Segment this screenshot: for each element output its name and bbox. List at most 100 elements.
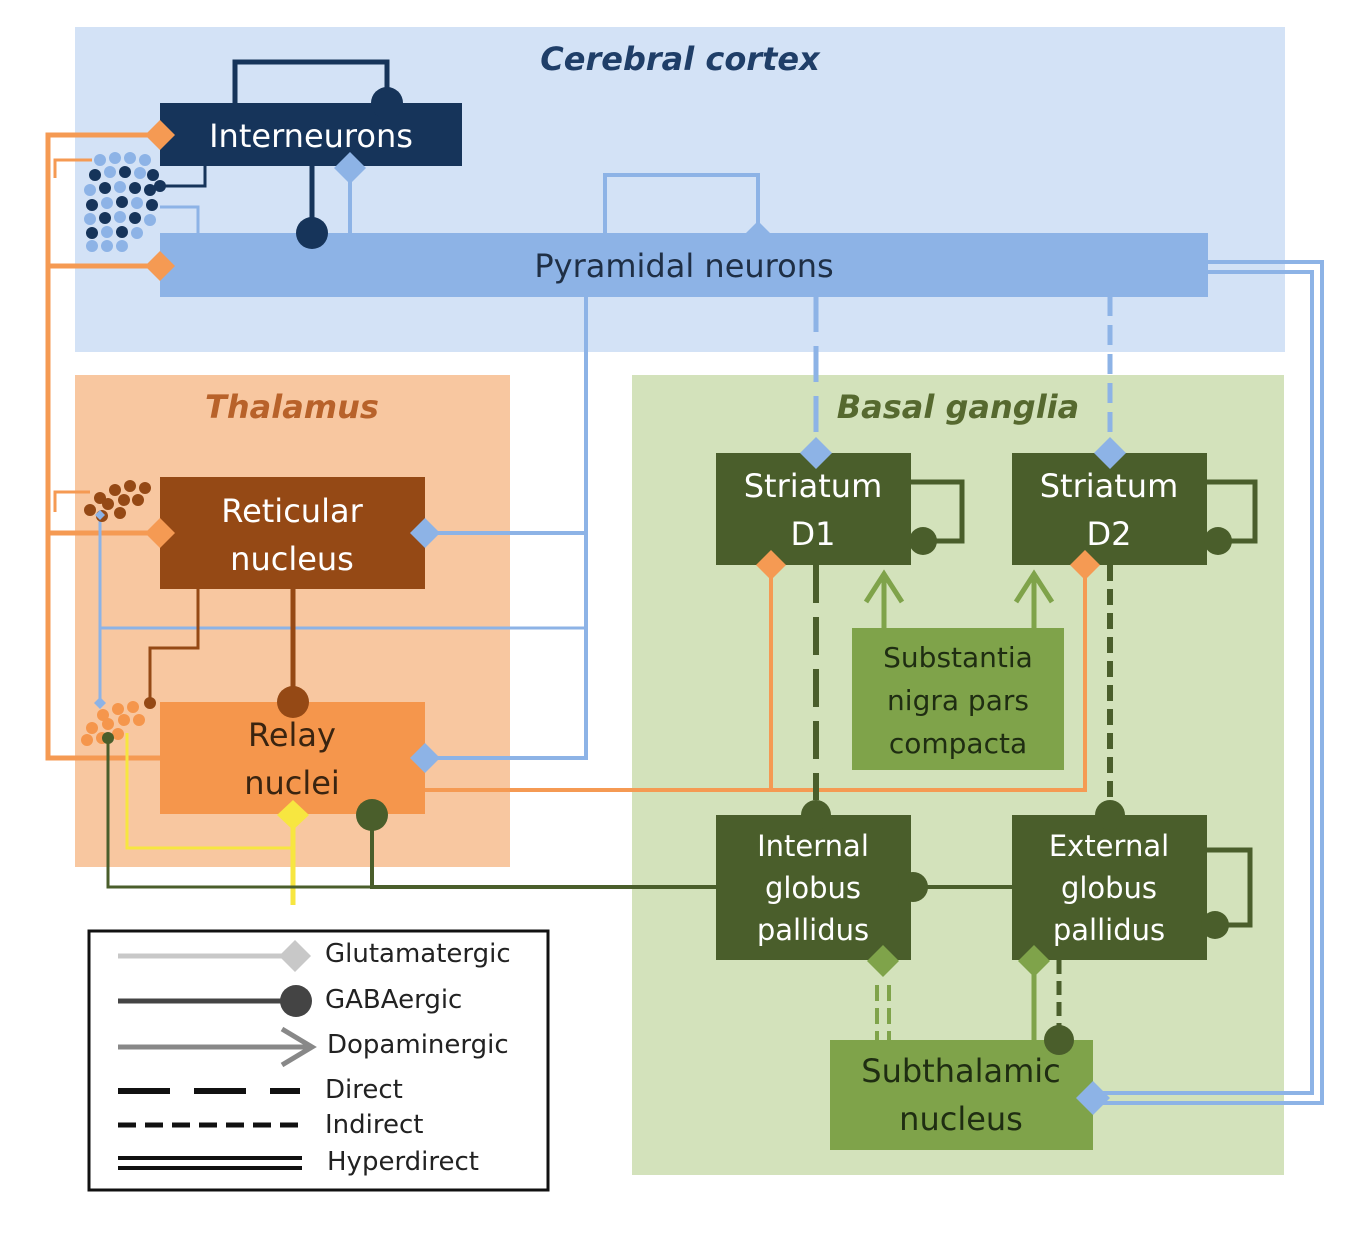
legend-gabaergic: GABAergic [325, 985, 462, 1015]
pyramidal-to-cluster [160, 205, 200, 236]
gaba-circle-d1-self [909, 527, 937, 555]
gpi-label-3: pallidus [757, 913, 869, 947]
stn-box [830, 1040, 1093, 1150]
gpe-label-1: External [1049, 829, 1169, 863]
gaba-circle-relay [277, 686, 309, 718]
interneuron-to-cluster [160, 160, 207, 188]
glut-diamond-green-gpi [867, 945, 899, 977]
legend-dopa-arrow [280, 1026, 317, 1068]
gaba-circle-gpe-from-d2 [1095, 800, 1125, 830]
glut-diamond-relay [410, 743, 440, 773]
glut-diamond-cluster-relay [94, 697, 106, 709]
reticular-neuron-cluster [84, 480, 151, 522]
striatum-d2-label-1: Striatum [1040, 467, 1179, 505]
glut-diamond-cluster-reticular [95, 510, 105, 520]
legend: Glutamatergic GABAergic Dopaminergic Dir… [87, 929, 550, 1192]
striatum-d1-label-2: D1 [791, 515, 836, 553]
stn-label-2: nucleus [899, 1100, 1023, 1138]
hyperdirect-b [1093, 270, 1314, 1095]
relay-to-striatum [425, 565, 1087, 792]
glut-diamond-reticular [410, 518, 440, 548]
snc-to-d2-head [1013, 569, 1055, 604]
legend-hyperdirect: Hyperdirect [327, 1147, 479, 1177]
relay-to-cortex-bus [45, 132, 160, 761]
striatum-d1-box [716, 453, 911, 565]
yellow-diamond-relay [277, 800, 309, 830]
reticular-box [160, 477, 425, 589]
striatum-d2-label-2: D2 [1087, 515, 1132, 553]
striatum-d1-label-1: Striatum [744, 467, 883, 505]
glut-diamond-interneuron [334, 152, 366, 184]
interneuron-self-loop [232, 59, 390, 105]
gaba-circle-pyramidal [296, 217, 328, 249]
gaba-circle-gpi-from-gpe [898, 872, 928, 902]
legend-direct: Direct [325, 1075, 403, 1105]
gpe-self-loop [1207, 847, 1253, 928]
connections [45, 59, 1324, 1105]
gpe-label-2: globus [1061, 871, 1157, 905]
glut-diamond-stn [1076, 1081, 1110, 1115]
pyramidal-label: Pyramidal neurons [534, 247, 833, 285]
stn-label-1: Subthalamic [861, 1052, 1061, 1090]
snc-label-2: nigra pars [887, 684, 1029, 717]
reticular-label-1: Reticular [221, 492, 363, 530]
pyramidal-to-thalamus [425, 296, 588, 760]
snc-box [852, 628, 1064, 770]
glut-diamond-green-gpe [1018, 945, 1050, 977]
interneurons-box [160, 103, 462, 166]
basal-ganglia-title: Basal ganglia [837, 388, 1079, 426]
pyramidal-self-loop [603, 173, 760, 236]
glut-diamond-d1 [800, 437, 832, 469]
gpi-to-relay-cluster [106, 738, 372, 889]
glut-diamond-orange-d2 [1070, 550, 1100, 580]
cortex-title: Cerebral cortex [540, 40, 821, 78]
gpi-box [716, 815, 911, 960]
striatum-d2-box [1012, 453, 1207, 565]
thalamus-title: Thalamus [205, 388, 379, 426]
cortex-region [75, 27, 1285, 352]
gaba-circle-gpe-self [1201, 911, 1229, 939]
snc-to-d1-head [863, 569, 905, 604]
gpi-label-2: globus [765, 871, 861, 905]
legend-glutamatergic: Glutamatergic [325, 939, 511, 969]
gpe-label-3: pallidus [1053, 913, 1165, 947]
glut-diamond-d2 [1094, 437, 1126, 469]
gaba-circle-gpi-from-d1 [801, 800, 831, 830]
legend-gaba-circle [280, 985, 312, 1017]
d2-self-loop [1207, 479, 1258, 544]
pyramidal-box [160, 233, 1208, 297]
glut-diamond-pyramidal-loop [744, 221, 772, 249]
interneurons-label: Interneurons [209, 117, 413, 155]
gaba-circle-relay-cluster [144, 697, 156, 709]
legend-dopaminergic: Dopaminergic [327, 1030, 509, 1060]
gpe-box [1012, 815, 1207, 960]
relay-box [160, 702, 425, 814]
gaba-circle-gpi-relay [356, 799, 388, 831]
yellow-path-branch [125, 733, 293, 850]
bus-to-cluster-mid [53, 490, 90, 512]
snc-label-1: Substantia [883, 641, 1033, 674]
relay-label-2: nuclei [244, 764, 340, 802]
relay-neuron-cluster [81, 701, 145, 746]
glut-diamond-orange-interneurons [145, 120, 175, 150]
legend-glut-diamond [279, 940, 311, 972]
legend-indirect: Indirect [325, 1110, 423, 1140]
glut-diamond-orange-d1 [756, 550, 786, 580]
gpi-label-1: Internal [757, 829, 869, 863]
synapse-terminals [94, 87, 1232, 1115]
glut-diamond-orange-pyramidal [145, 251, 175, 281]
hyperdirect-a [1093, 260, 1324, 1105]
gaba-circle-gpi-cluster [102, 732, 114, 744]
gaba-circle-stn-from-gpe [1044, 1025, 1074, 1055]
reticular-to-relay-cluster [148, 588, 200, 703]
gaba-circle-d2-self [1204, 527, 1232, 555]
snc-label-3: compacta [889, 727, 1027, 760]
glut-diamond-orange-reticular [145, 518, 175, 548]
bus-to-cluster-top [53, 158, 92, 178]
cortex-neuron-cluster [84, 152, 159, 252]
gaba-circle-cluster [154, 180, 166, 192]
legend-box [87, 929, 550, 1192]
gaba-circle-interneuron-self [371, 87, 403, 119]
